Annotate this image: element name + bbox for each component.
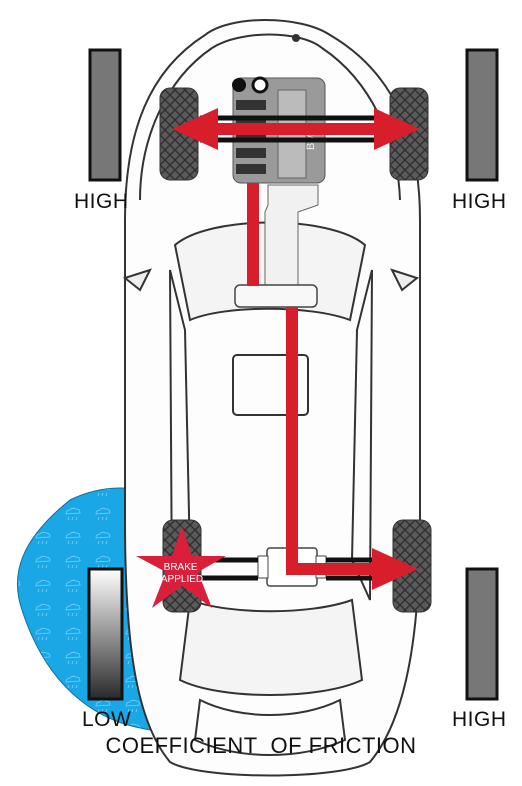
friction-bar-rear-right	[465, 567, 499, 701]
friction-label-front-left: HIGH	[74, 190, 129, 213]
friction-bar-front-left	[88, 48, 122, 182]
friction-label-rear-left: LOW	[82, 708, 132, 731]
torque-flow-arrows	[172, 108, 420, 590]
friction-bar-rear-left	[87, 567, 124, 701]
hood-emblem	[292, 34, 300, 42]
brake-applied-label: BRAKE APPLIED	[161, 562, 203, 585]
friction-label-front-right: HIGH	[452, 190, 507, 213]
transfer-case	[234, 284, 318, 308]
friction-label-rear-right: HIGH	[452, 708, 507, 731]
brake-applied-star	[136, 526, 226, 608]
reservoir-cap	[232, 78, 246, 92]
reservoir-cap	[251, 76, 269, 94]
axles	[200, 115, 395, 581]
diagram-caption: COEFFICIENT OF FRICTION	[105, 733, 417, 758]
friction-bar-front-right	[465, 48, 499, 182]
